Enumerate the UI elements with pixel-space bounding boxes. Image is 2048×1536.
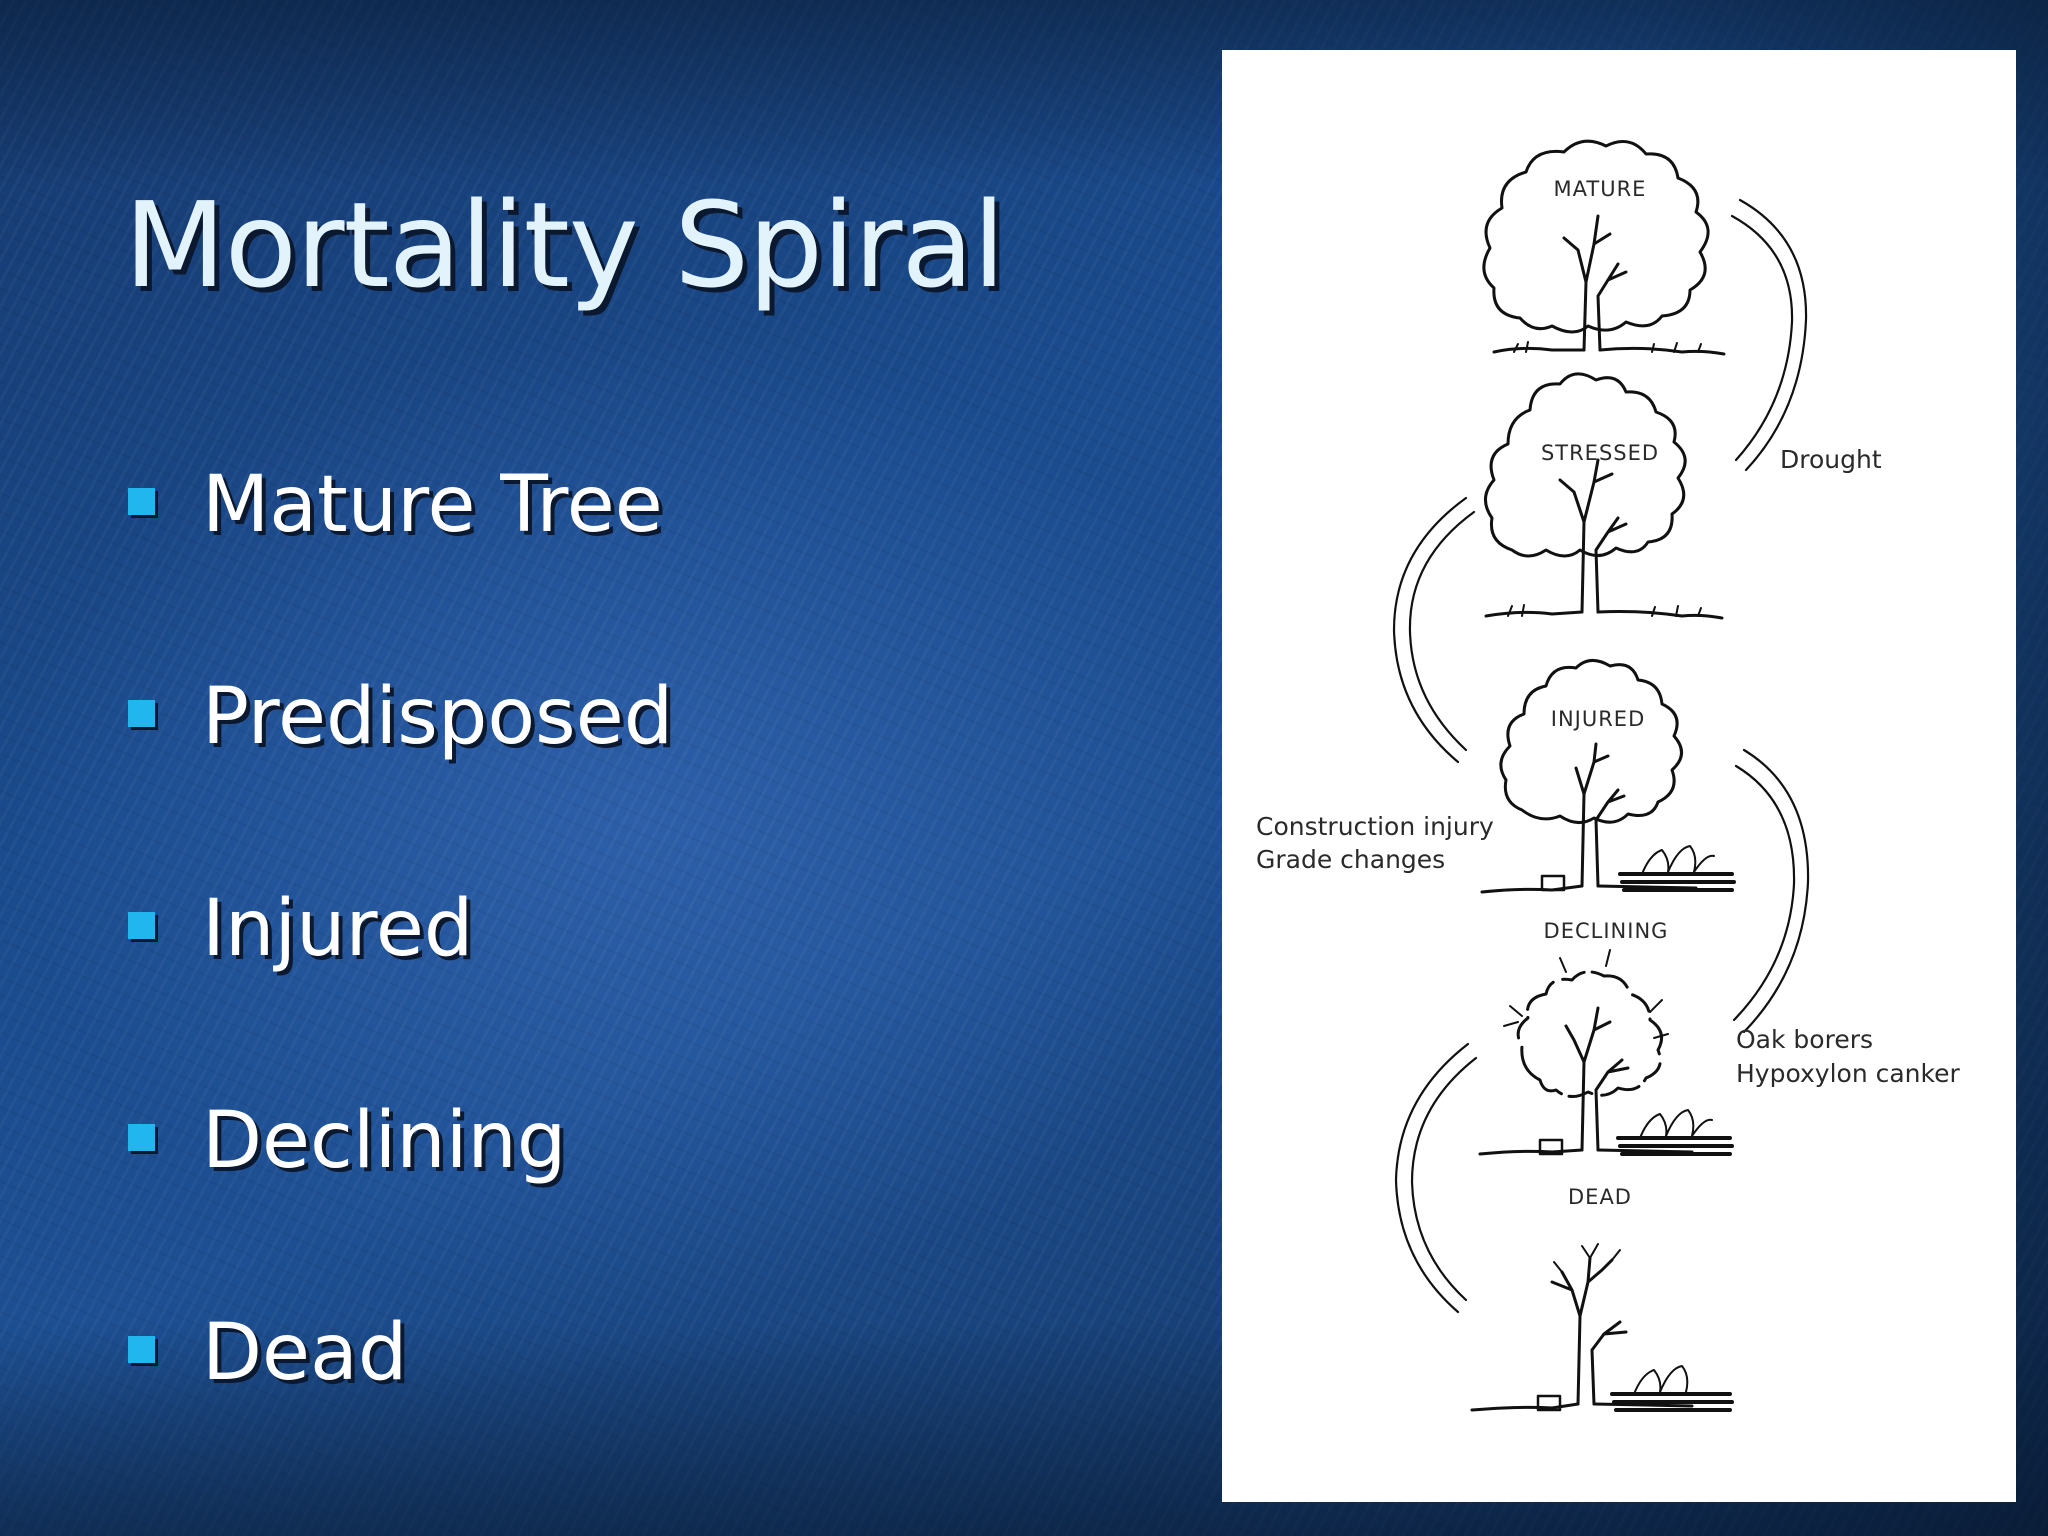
stage-label: DECLINING xyxy=(1544,919,1669,943)
stage-label: MATURE xyxy=(1554,177,1647,201)
cause-label-construction: Construction injury xyxy=(1256,812,1494,841)
bullet-text: Predisposed xyxy=(202,672,674,762)
mature-tree-icon xyxy=(1482,139,1726,356)
spiral-arrow-left-2 xyxy=(1394,1042,1478,1314)
spiral-arrow-left-1 xyxy=(1392,496,1476,764)
square-bullet-icon xyxy=(128,1336,155,1363)
spiral-arrow-right-2 xyxy=(1732,748,1810,1034)
mortality-spiral-figure: MATURE STRESSED Drought xyxy=(1222,50,2016,1502)
cause-label-canker: Hypoxylon canker xyxy=(1736,1059,1960,1088)
bullet-text: Declining xyxy=(202,1096,567,1186)
cause-label-drought: Drought xyxy=(1780,445,1882,474)
bullet-text: Dead xyxy=(202,1308,408,1398)
slide-title: Mortality Spiral xyxy=(124,176,1005,314)
cause-label-borers: Oak borers xyxy=(1736,1025,1873,1054)
square-bullet-icon xyxy=(128,1124,155,1151)
spiral-arrow-right-1 xyxy=(1730,198,1808,472)
cause-label-grade: Grade changes xyxy=(1256,845,1445,874)
stage-label: DEAD xyxy=(1568,1185,1632,1209)
square-bullet-icon xyxy=(128,912,155,939)
square-bullet-icon xyxy=(128,488,155,515)
declining-tree-icon xyxy=(1478,949,1734,1156)
mortality-spiral-diagram: MATURE STRESSED Drought xyxy=(1256,139,1960,1412)
square-bullet-icon xyxy=(128,700,155,727)
bullet-text: Mature Tree xyxy=(202,460,663,550)
bullet-text: Injured xyxy=(202,884,474,974)
stage-label: INJURED xyxy=(1551,707,1646,731)
stage-label: STRESSED xyxy=(1541,441,1659,465)
dead-tree-icon xyxy=(1470,1243,1734,1412)
injured-tree-icon xyxy=(1480,659,1736,894)
stressed-tree-icon xyxy=(1484,372,1724,620)
